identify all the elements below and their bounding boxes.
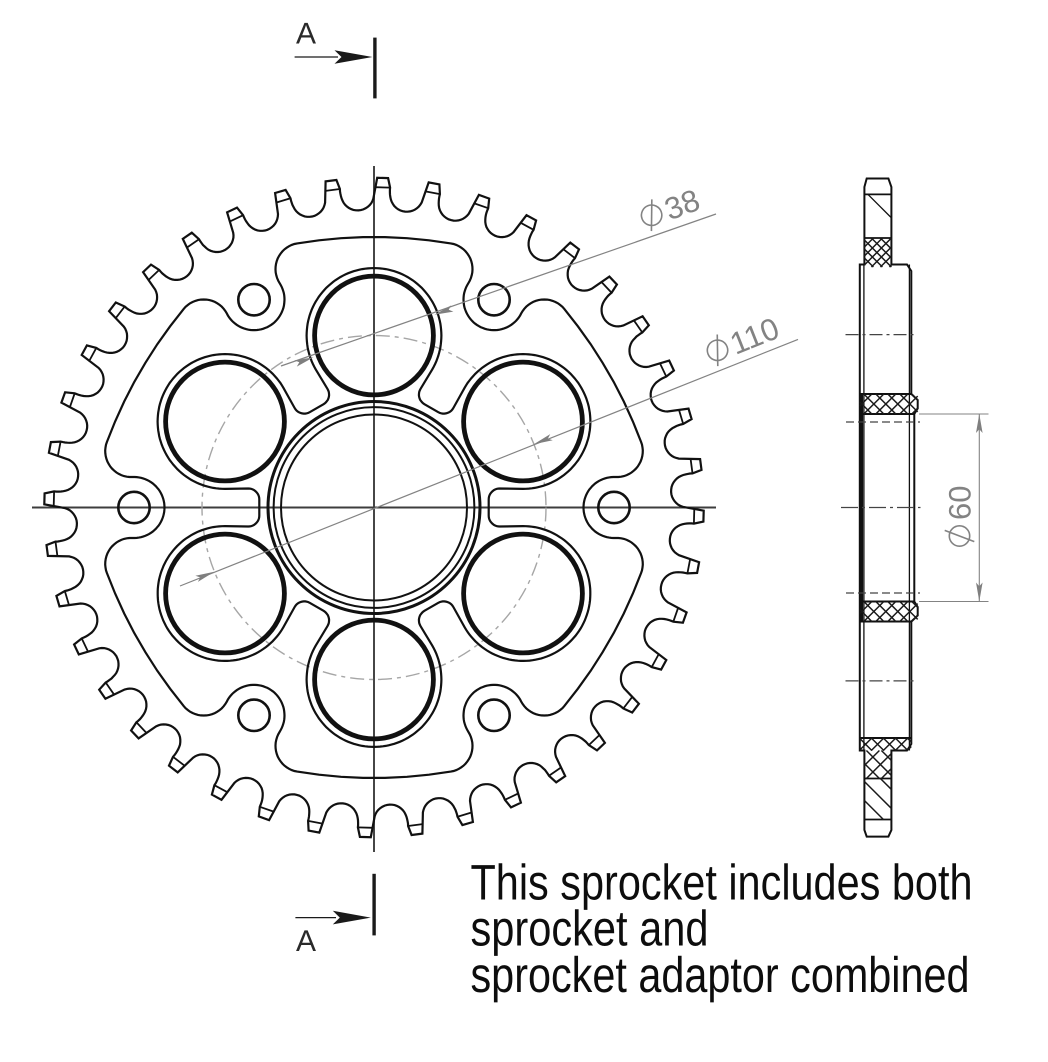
svg-text:sprocket and: sprocket and <box>471 901 709 957</box>
svg-text:A: A <box>296 18 316 51</box>
svg-text:This sprocket includes both: This sprocket includes both <box>471 855 973 911</box>
svg-text:A: A <box>296 925 316 958</box>
svg-text:sprocket adaptor combined: sprocket adaptor combined <box>471 947 970 1003</box>
svg-text:60: 60 <box>943 486 978 520</box>
